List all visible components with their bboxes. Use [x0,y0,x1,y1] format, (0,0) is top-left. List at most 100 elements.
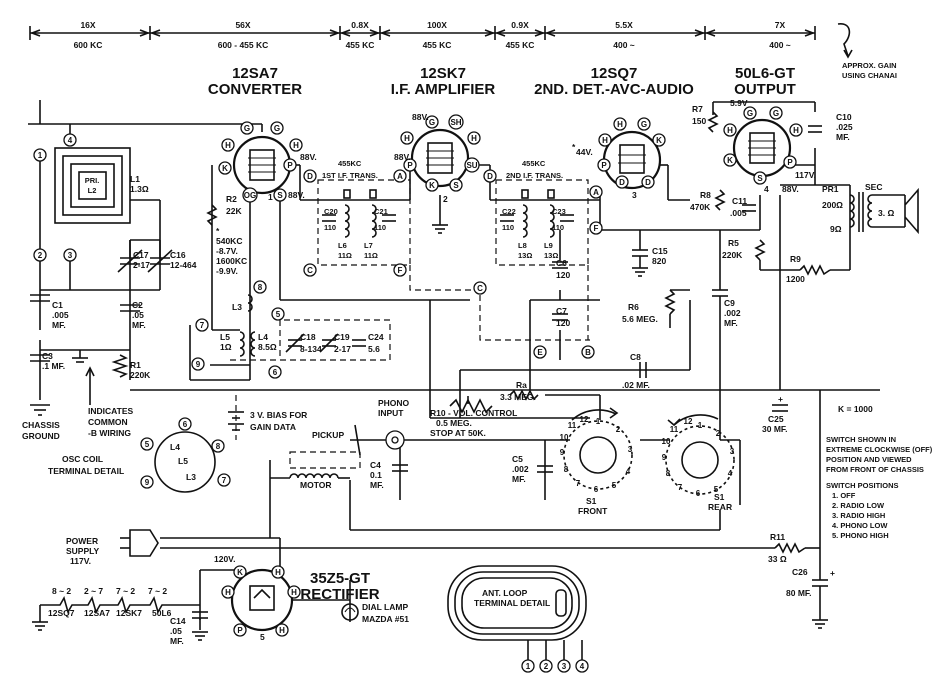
c14-label: C14 [170,616,186,626]
c5-unit: MF. [512,474,526,484]
osc-term-5: 5 [145,440,150,449]
osc-term-7: 7 [222,476,227,485]
c26-plus: + [830,568,835,578]
12sq7-pin-d2: D [645,178,651,187]
tag-f-1: F [398,266,403,275]
c19-label: C19 [334,332,350,342]
pr1-primary: 200Ω [822,200,843,210]
heater-tube-4: 50L6 [152,608,172,618]
tag-f-2: F [594,224,599,233]
gain-note-line1: APPROX. GAIN [842,61,897,70]
12sq7-voltage: 44V. [576,147,593,157]
main-wiring [28,100,880,622]
tag-d-2: D [487,172,493,181]
gain-1: 16X [80,20,95,30]
c3-value: .1 MF. [42,361,65,371]
12sq7-pin-p: P [601,161,607,170]
sf-6: 6 [594,485,599,494]
power-3: 117V. [70,556,91,566]
gain-3: 0.8X [351,20,369,30]
r5-value: 220K [722,250,743,260]
dial-lamp: DIAL LAMP MAZDA #51 [341,602,409,624]
c24-value: 5.6 [368,344,380,354]
terminal-markers: 1 4 2 3 8 7 9 5 6 [33,133,285,379]
12sq7-pin-d1: D [619,178,625,187]
12sq7-num: 3 [632,190,637,200]
sf-12: 12 [580,415,589,424]
c21-label: C21 [374,207,388,216]
50l6-num: 4 [764,184,769,194]
if1-freq: 455KC [338,159,362,168]
50l6-pin-p: P [787,158,793,167]
switch-note-4: FROM FRONT OF CHASSIS [826,465,924,474]
l9-value: 13Ω [544,251,558,260]
output-role: OUTPUT [734,81,796,98]
tube-35z5gt: K H H H P H 5 120V. [214,554,301,642]
sr-3: 3 [730,447,735,456]
12sa7-voltage-s: 88V. [288,190,305,200]
sr-9: 9 [662,453,667,462]
ra-label: Ra [516,380,527,390]
c17-value: 2-17 [133,260,150,270]
rectifier-type: 35Z5-GT [310,570,370,587]
freq-4: 455 KC [423,40,452,50]
osc-l5: L5 [178,456,188,466]
gain-bar: 16X 600 KC 56X 600 - 455 KC 0.8X 455 KC … [29,20,897,80]
c4-label: C4 [370,460,381,470]
c22-label: C22 [502,207,516,216]
12sa7-pin-g2: G [274,124,280,133]
c1-value: .005 [52,310,69,320]
r6-label: R6 [628,302,639,312]
sf-10: 10 [560,433,569,442]
heater-2: 2 ~ 7 [84,586,103,596]
positions-title: SWITCH POSITIONS [826,481,899,490]
position-4: 4. PHONO LOW [832,521,888,530]
r11-value: 33 Ω [768,554,787,564]
12sq7-asterisk: * [572,142,576,152]
12sq7-pin-g: G [641,120,647,129]
s1-rear-sub: REAR [708,502,732,512]
c15-label: C15 [652,246,668,256]
c1-unit: MF. [52,320,66,330]
12sk7-pin-h1: H [404,134,410,143]
sf-8: 8 [564,465,569,474]
converter-role: CONVERTER [208,81,302,98]
s1-rear-label: S1 [714,492,725,502]
12sk7-num: 2 [443,194,448,204]
position-2: 2. RADIO LOW [832,501,885,510]
switch-note-3: POSITION AND VIEWED [826,455,912,464]
12sa7-pin-h2: H [293,141,299,150]
sf-9: 9 [560,448,565,457]
gain-6: 5.5X [615,20,633,30]
c4-unit: MF. [370,480,384,490]
if-amp-type: 12SK7 [420,65,466,82]
c2-unit: MF. [132,320,146,330]
12sk7-pin-su: SU [466,161,477,170]
12sk7-pin-g: G [429,118,435,127]
tag-a-1: A [397,172,403,181]
c5-label: C5 [512,454,523,464]
l4-label: L4 [258,332,268,342]
freq-5: 455 KC [506,40,535,50]
c25-value: 30 MF. [762,424,788,434]
50l6-pin-h1: H [727,126,733,135]
l7-label: L7 [364,241,373,250]
c25-plus: + [778,394,783,404]
pr1-secondary: 9Ω [830,224,842,234]
lamp-2: MAZDA #51 [362,614,409,624]
r2-label: R2 [226,194,237,204]
c8-value: .02 MF. [622,380,650,390]
tube-titles: 12SA7 CONVERTER 12SK7 I.F. AMPLIFIER 12S… [208,65,796,603]
pr1-label: PR1 [822,184,839,194]
c7-value: 120 [556,318,570,328]
c18-label: C18 [300,332,316,342]
k-note: K = 1000 [838,404,873,414]
50l6-screen-v: 5.9V [730,98,748,108]
common-line1: INDICATES [88,406,134,416]
freq-7: 400 ~ [769,40,791,50]
sr-7: 7 [678,483,683,492]
term-1: 1 [38,151,43,160]
term-7: 7 [200,321,205,330]
c14-value: .05 [170,626,182,636]
osc-coil-detail: 6 5 9 7 8 L4 L5 L3 OSC COIL TERMINAL DET… [48,417,231,493]
